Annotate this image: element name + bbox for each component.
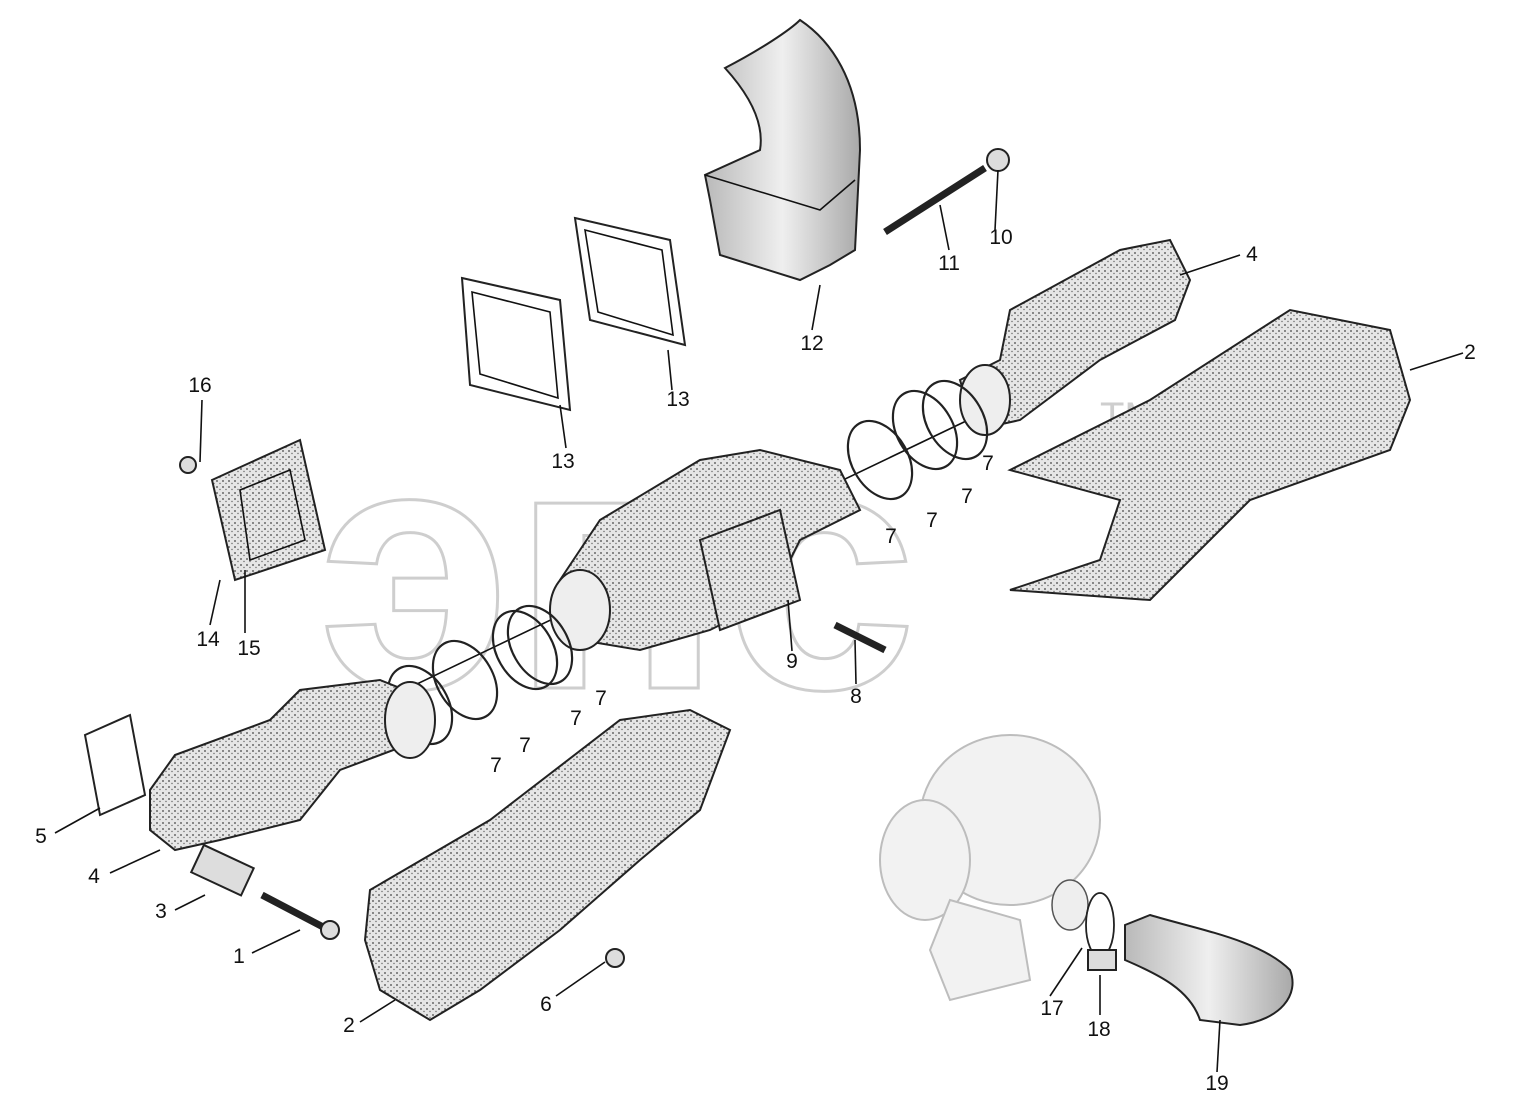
callout-3: 3 (155, 900, 167, 923)
callout-8: 8 (850, 685, 862, 708)
part-14-15-flange (179, 438, 327, 582)
part-2-lower-heat-shield (363, 708, 732, 1022)
part-12-elbow (703, 18, 862, 282)
callout-7-g: 7 (519, 734, 531, 757)
part-13-gaskets (460, 216, 687, 412)
part-5-gasket (83, 713, 147, 817)
callout-15: 15 (237, 637, 260, 660)
part-9-center-manifold (549, 448, 862, 652)
callout-7-a: 7 (982, 452, 994, 475)
callout-7-f: 7 (570, 707, 582, 730)
callout-7-h: 7 (490, 754, 502, 777)
callout-14: 14 (196, 628, 220, 651)
callout-6: 6 (540, 993, 552, 1016)
turbocharger-ghost (879, 734, 1101, 1002)
part-10-11-stud-nut (883, 148, 1010, 235)
callout-19: 19 (1205, 1072, 1228, 1095)
callout-4-upper: 4 (1246, 243, 1258, 266)
part-4-lower-manifold (149, 678, 436, 852)
callout-18: 18 (1087, 1018, 1110, 1041)
part-4-upper-manifold (958, 238, 1192, 436)
callout-2-upper: 2 (1464, 341, 1476, 364)
callout-13-a: 13 (666, 388, 689, 411)
callout-17: 17 (1040, 997, 1063, 1020)
part-2-upper-heat-shield (1007, 308, 1412, 602)
part-17-18-19-outlet (1085, 892, 1294, 1027)
leader-lines (54, 169, 1464, 1073)
callout-9: 9 (786, 650, 798, 673)
callout-7-b: 7 (961, 485, 973, 508)
callout-16: 16 (188, 374, 211, 397)
callout-labels: 1 2 2 3 4 4 5 6 7 7 7 7 7 7 7 7 8 9 10 1… (35, 226, 1476, 1095)
callout-7-d: 7 (885, 525, 897, 548)
part-8-stud (833, 621, 887, 654)
callout-7-e: 7 (595, 687, 607, 710)
callout-12: 12 (800, 332, 823, 355)
callout-4-lower: 4 (88, 865, 100, 888)
part-7-seal-rings (386, 379, 989, 746)
callout-7-c: 7 (926, 509, 938, 532)
callout-13-b: 13 (551, 450, 574, 473)
part-1-3-6-fasteners (189, 843, 625, 968)
callout-2-lower: 2 (343, 1014, 355, 1037)
callout-10: 10 (989, 226, 1012, 249)
callout-11: 11 (938, 252, 960, 275)
callout-5: 5 (35, 825, 47, 848)
callout-1: 1 (233, 945, 245, 968)
